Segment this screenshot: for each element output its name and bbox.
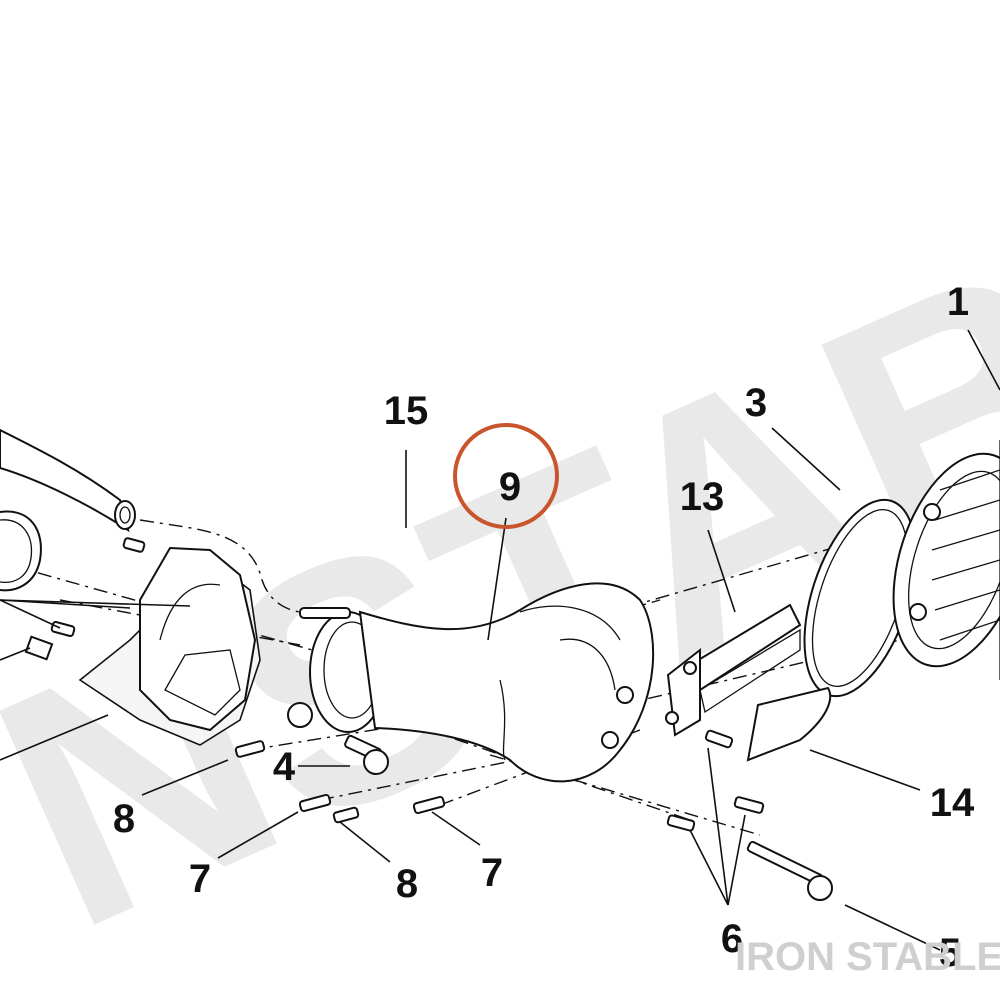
- callout-1: 1: [947, 280, 969, 324]
- callout-4: 4: [273, 745, 296, 789]
- callout-7-left: 7: [189, 857, 211, 901]
- breather-hose: [0, 428, 136, 533]
- filter-gasket: [746, 686, 832, 762]
- highlight-ring: [453, 423, 559, 529]
- bolt-4: [344, 734, 389, 775]
- callout-8-center: 8: [396, 862, 418, 906]
- leader-lines: [0, 329, 1000, 951]
- air-filter: [892, 440, 1000, 680]
- hose-clamp: [0, 510, 42, 592]
- filter-pleats: [931, 469, 1000, 641]
- callout-9: 9: [499, 465, 521, 509]
- callouts: 1 3 13 15 9 14 4 8 7 8 7 6 5: [113, 280, 975, 975]
- callout-5: 5: [939, 931, 961, 975]
- intake-tube: [287, 582, 655, 783]
- backplate: [78, 546, 261, 746]
- callout-13: 13: [680, 475, 725, 519]
- screws: [234, 729, 765, 832]
- callout-3: 3: [745, 381, 767, 425]
- long-bolt-5: [746, 840, 833, 901]
- callout-14: 14: [930, 781, 975, 825]
- callout-6: 6: [721, 917, 743, 961]
- brand-watermark: IRON STABLE: [735, 935, 1000, 979]
- breather-plate: [665, 603, 802, 737]
- callout-15: 15: [384, 389, 429, 433]
- callout-7-center: 7: [481, 851, 503, 895]
- callout-8-left: 8: [113, 797, 135, 841]
